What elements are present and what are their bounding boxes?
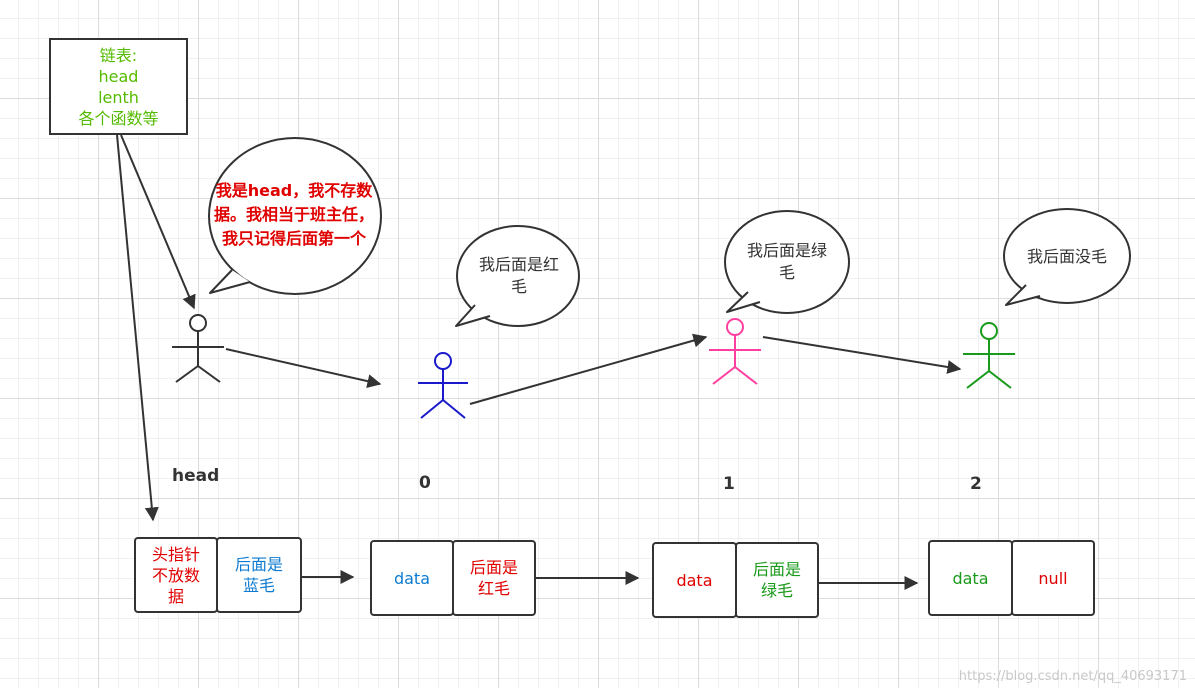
node-0-next-cell: 后面是 红毛 xyxy=(452,540,536,616)
arrow-legend-to-head-person xyxy=(120,134,196,310)
person-head-icon xyxy=(172,314,224,383)
node-head-data-text: 头指针 不放数 据 xyxy=(151,544,200,606)
arrow-head-to-person-0 xyxy=(225,348,382,389)
bubble-red-text: 我后面是红 毛 xyxy=(478,255,559,296)
label-head: head xyxy=(172,466,220,486)
speech-bubble-green xyxy=(724,210,850,314)
node-2-next-text: null xyxy=(1038,568,1068,588)
node-head-next-cell: 后面是 蓝毛 xyxy=(216,537,302,613)
node-0-data-text: data xyxy=(393,568,431,588)
label-index-0: 0 xyxy=(419,473,431,493)
speech-bubble-red xyxy=(455,225,580,327)
person-pink-icon xyxy=(709,318,761,385)
person-blue-icon xyxy=(418,352,468,419)
node-head-data-cell: 头指针 不放数 据 xyxy=(134,537,218,613)
node-1-next-text: 后面是 绿毛 xyxy=(752,560,801,600)
arrow-person-1-to-person-2 xyxy=(762,336,962,374)
node-1-data-text: data xyxy=(676,570,713,590)
linked-list-legend-box: 链表: head lenth 各个函数等 xyxy=(49,38,188,135)
label-index-1: 1 xyxy=(723,474,735,494)
arrow-legend-to-head-node xyxy=(116,134,159,522)
speech-bubble-head xyxy=(208,137,382,295)
node-head-next-text: 后面是 蓝毛 xyxy=(234,555,283,595)
node-2-next-cell: null xyxy=(1011,540,1095,616)
node-2-data-cell: data xyxy=(928,540,1013,616)
watermark: https://blog.csdn.net/qq_40693171 xyxy=(958,669,1187,684)
speech-bubble-last xyxy=(1003,208,1131,306)
label-index-2: 2 xyxy=(970,474,982,494)
node-0-next-text: 后面是 红毛 xyxy=(469,558,518,598)
arrow-person-0-to-person-1 xyxy=(469,333,708,405)
node-1-next-cell: 后面是 绿毛 xyxy=(735,542,819,618)
node-2-data-text: data xyxy=(952,568,989,588)
person-green-icon xyxy=(963,322,1015,389)
bubble-green-text: 我后面是绿 毛 xyxy=(746,241,827,282)
bubble-last-text: 我后面没毛 xyxy=(1026,247,1107,266)
legend-text: 链表: head lenth 各个函数等 xyxy=(78,45,159,128)
node-1-data-cell: data xyxy=(652,542,737,618)
bubble-head-text: 我是head，我不存数据。我相当于班主任，我只记得后面第一个 xyxy=(214,181,375,248)
node-0-data-cell: data xyxy=(370,540,454,616)
